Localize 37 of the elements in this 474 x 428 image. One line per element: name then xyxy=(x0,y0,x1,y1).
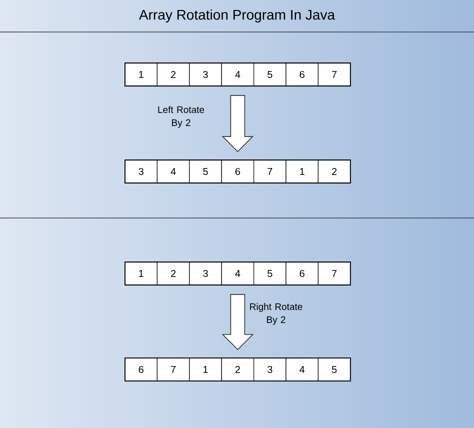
array-cell: 5 xyxy=(254,262,286,286)
block-arrow xyxy=(222,294,254,350)
array-cell: 1 xyxy=(124,62,158,86)
array-cell: 3 xyxy=(189,62,222,86)
array-cell: 4 xyxy=(286,358,318,382)
array-cell: 6 xyxy=(221,160,254,184)
array-cell: 6 xyxy=(124,358,158,382)
array-cell: 7 xyxy=(318,262,351,286)
array-cell: 4 xyxy=(221,62,254,86)
array-cell: 3 xyxy=(124,160,158,184)
array-cell: 7 xyxy=(254,160,286,184)
array-cell: 5 xyxy=(254,62,286,86)
title: Array Rotation Program In Java xyxy=(139,9,336,23)
array-row xyxy=(124,262,351,286)
edge-label: Right Rotate By 2 xyxy=(250,303,302,325)
array-cell: 4 xyxy=(156,160,190,184)
array-cell: 5 xyxy=(318,358,351,382)
array-cell: 2 xyxy=(156,62,190,86)
array-cell: 2 xyxy=(221,358,254,382)
array-row xyxy=(124,358,351,382)
block-arrow xyxy=(222,95,254,152)
array-cell: 3 xyxy=(189,262,222,286)
array-cell: 5 xyxy=(189,160,222,184)
array-row xyxy=(124,160,351,184)
array-cell: 4 xyxy=(221,262,254,286)
array-cell: 7 xyxy=(318,62,351,86)
array-cell: 2 xyxy=(318,160,351,184)
array-cell: 1 xyxy=(124,262,158,286)
array-cell: 6 xyxy=(286,62,318,86)
array-cell: 1 xyxy=(189,358,222,382)
array-cell: 3 xyxy=(254,358,286,382)
array-cell: 7 xyxy=(156,358,190,382)
edge-label: Left Rotate By 2 xyxy=(158,106,204,128)
array-cell: 2 xyxy=(156,262,190,286)
array-cell: 6 xyxy=(286,262,318,286)
array-row xyxy=(124,62,351,86)
array-cell: 1 xyxy=(286,160,318,184)
